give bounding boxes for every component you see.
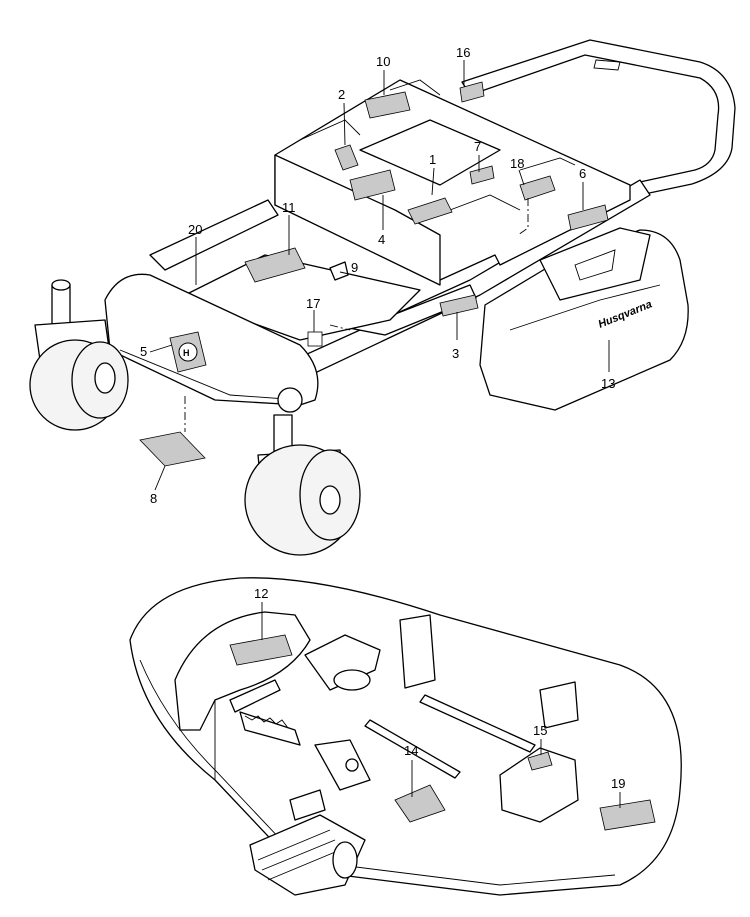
cutting-deck	[129, 577, 682, 896]
decal-2	[334, 144, 359, 171]
engine-body	[274, 79, 631, 286]
front-bumper	[104, 273, 319, 413]
label-16: 16	[456, 45, 470, 60]
decal-3	[439, 294, 479, 317]
mower-chassis: H Husqvarna	[29, 39, 736, 556]
front-left-wheel	[29, 279, 129, 431]
decal-10	[364, 91, 411, 119]
label-13: 13	[601, 376, 615, 391]
label-4: 4	[378, 232, 385, 247]
label-11: 11	[282, 200, 296, 215]
spring-assembly	[229, 679, 301, 746]
label-10: 10	[376, 54, 390, 69]
deck-roller	[249, 789, 366, 896]
svg-text:H: H	[183, 348, 190, 358]
label-6: 6	[579, 166, 586, 181]
decal-14	[394, 784, 446, 823]
decal-12	[229, 634, 293, 666]
decal-6	[567, 204, 609, 231]
label-9: 9	[351, 260, 358, 275]
decal-1	[407, 197, 453, 225]
part-labels: 1 2 3 4 5 6 7 8 9 10 11 12 13 14 15 16 1…	[140, 45, 625, 791]
handle-bar	[461, 39, 736, 197]
decal-18	[519, 175, 556, 201]
decal-19	[599, 799, 656, 831]
decal-7	[469, 165, 495, 185]
deck-baffle	[174, 611, 311, 731]
label-5: 5	[140, 344, 147, 359]
belt-cover-15	[499, 747, 579, 823]
label-2: 2	[338, 87, 345, 102]
label-1: 1	[429, 152, 436, 167]
deck-slots	[364, 694, 536, 779]
deck-brackets	[304, 614, 579, 791]
chassis-decals	[139, 81, 609, 467]
label-15: 15	[533, 723, 547, 738]
label-8: 8	[150, 491, 157, 506]
part-9-bolt	[329, 261, 349, 281]
husqvarna-logo-bumper: H	[169, 331, 207, 373]
label-14: 14	[404, 743, 418, 758]
decal-16	[459, 81, 485, 103]
engine-hood: Husqvarna	[479, 227, 689, 411]
leader-lines	[149, 60, 621, 808]
label-12: 12	[254, 586, 268, 601]
front-right-wheel	[244, 414, 361, 556]
label-18: 18	[510, 156, 524, 171]
decal-8	[139, 431, 206, 467]
deck-decals	[394, 784, 656, 831]
label-19: 19	[611, 776, 625, 791]
label-7: 7	[474, 139, 481, 154]
label-17: 17	[306, 296, 320, 311]
decal-17	[307, 331, 323, 347]
decal-11	[244, 247, 306, 283]
decal-4	[349, 169, 396, 201]
label-20: 20	[188, 222, 202, 237]
dashed-guides	[184, 198, 529, 432]
label-3: 3	[452, 346, 459, 361]
